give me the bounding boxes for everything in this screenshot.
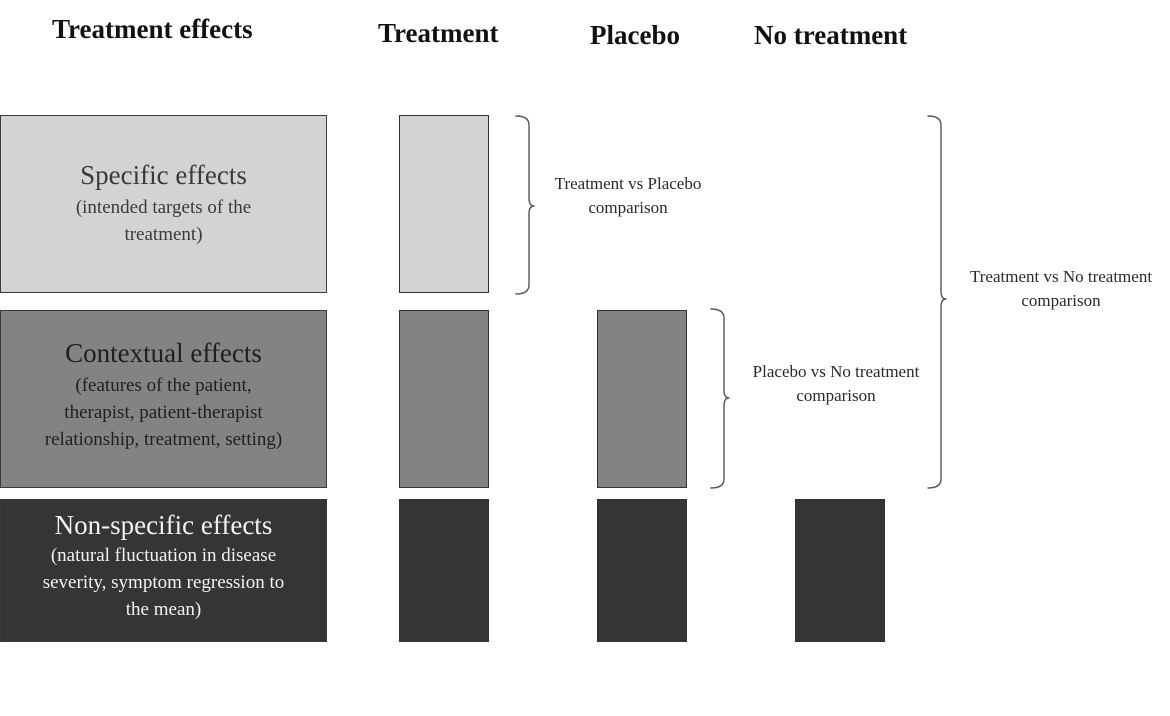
treatment-contextual-bar [399,310,489,488]
nonspecific-effects-description-line-1: (natural fluctuation in disease [50,545,277,566]
contextual-effects-description-line-1: (features of the patient, [75,375,252,396]
treatment-vs-no-treatment-label: Treatment vs No treatment comparison [952,265,1170,313]
no-treatment-nonspecific-bar [795,499,885,642]
nonspecific-effects-title: Non-specific effects [54,510,273,540]
specific-effects-description-line-1: (intended targets of the [75,197,252,218]
treatment-vs-placebo-label: Treatment vs Placebo comparison [540,172,716,220]
treatment-vs-no-treatment-label-line-2: comparison [1021,291,1101,310]
treatment-vs-placebo-label-line-2: comparison [588,198,668,217]
no-treatment-column-header: No treatment [754,20,908,50]
placebo-vs-no-treatment-label-line-2: comparison [796,386,876,405]
treatment-vs-no-treatment-label-line-1: Treatment vs No treatment [969,267,1153,286]
placebo-column-header: Placebo [590,20,680,50]
specific-effects-box: Specific effects (intended targets of th… [0,115,327,293]
contextual-effects-box: Contextual effects (features of the pati… [0,310,327,488]
specific-effects-description-line-2: treatment) [124,224,203,245]
nonspecific-effects-description-line-3: the mean) [125,599,202,620]
treatment-column-header: Treatment [378,18,499,48]
nonspecific-effects-description-line-2: severity, symptom regression to [42,572,285,593]
specific-effects-title: Specific effects [80,160,247,190]
contextual-effects-description-line-2: therapist, patient-therapist [64,402,263,423]
placebo-vs-no-treatment-label: Placebo vs No treatment comparison [733,360,939,408]
placebo-vs-no-treatment-brace [710,308,730,489]
nonspecific-effects-box: Non-specific effects (natural fluctuatio… [0,499,327,642]
placebo-contextual-bar [597,310,687,488]
placebo-nonspecific-bar [597,499,687,642]
contextual-effects-description-line-3: relationship, treatment, setting) [44,429,283,450]
treatment-vs-placebo-brace [515,115,535,295]
treatment-vs-placebo-label-line-1: Treatment vs Placebo [554,174,702,193]
placebo-vs-no-treatment-label-line-1: Placebo vs No treatment [752,362,920,381]
contextual-effects-title: Contextual effects [65,338,262,368]
effects-column-header: Treatment effects [52,14,253,44]
treatment-nonspecific-bar [399,499,489,642]
treatment-specific-bar [399,115,489,293]
treatment-vs-no-treatment-brace [927,115,947,489]
